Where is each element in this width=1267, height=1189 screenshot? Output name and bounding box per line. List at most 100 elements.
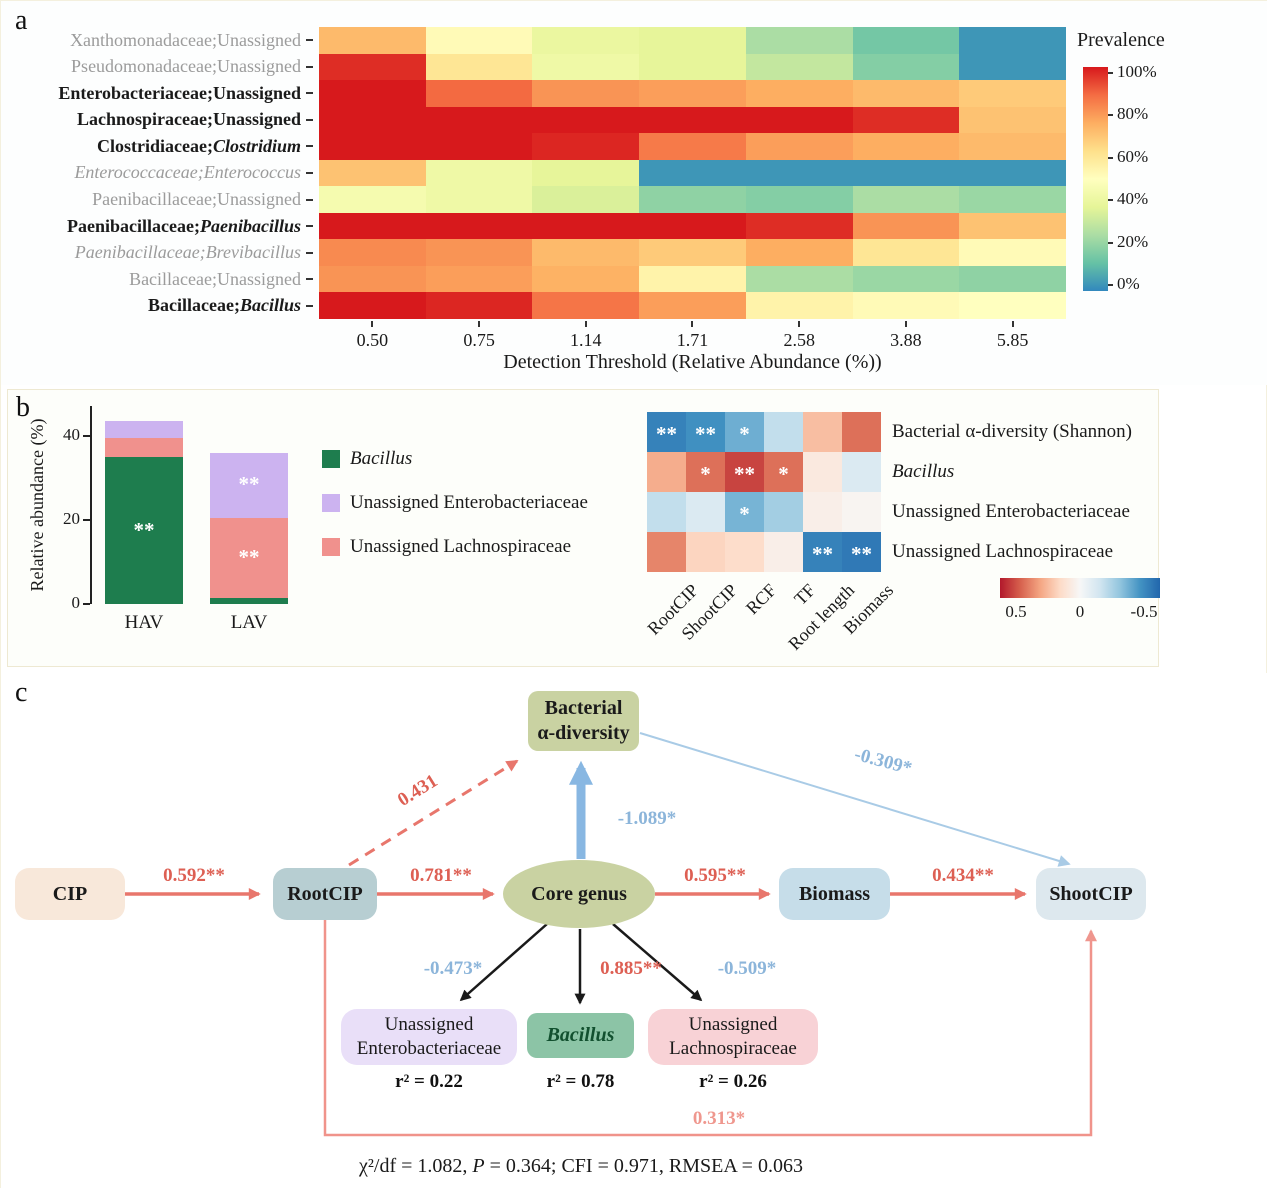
- fit-pre: χ²/df = 1.082,: [359, 1155, 473, 1177]
- taxon-genus: Unassigned: [217, 29, 301, 50]
- prevalence-colorbar: [1083, 67, 1108, 291]
- axis-tick: [306, 92, 313, 95]
- prevalence-cell: [852, 27, 960, 54]
- taxon-label: Clostridiaceae;Clostridium: [1, 133, 313, 160]
- correlation-cell: [725, 532, 764, 572]
- prevalence-cell: [639, 27, 746, 54]
- colorbar-tick-label: 100%: [1117, 62, 1157, 81]
- x-tick-label: 1.71: [639, 321, 746, 351]
- taxon-genus: Clostridium: [212, 135, 301, 156]
- colorbar-tick-label: 20%: [1117, 231, 1149, 251]
- correlation-cell: [647, 532, 686, 572]
- prevalence-cell: [745, 265, 853, 293]
- taxon-family: Paenibacillaceae;: [67, 215, 200, 236]
- colorbar-title: Prevalence: [1077, 29, 1165, 51]
- arrow-rootcip-shootcip: [323, 920, 1097, 1137]
- taxon-label: Bacillaceae;Unassigned: [1, 266, 313, 293]
- node-alpha-diversity-line2: α-diversity: [537, 722, 630, 744]
- taxon-label: Bacillaceae;Bacillus: [1, 292, 313, 319]
- correlation-cell: [842, 492, 881, 532]
- correlation-cell: [842, 452, 881, 492]
- taxon-genus: Unassigned: [217, 268, 301, 289]
- correlation-cell: **: [647, 412, 686, 452]
- prevalence-cell: [745, 53, 853, 81]
- coefficient-coregenus-entero: -0.473*: [423, 958, 483, 979]
- prevalence-cell: [639, 212, 746, 240]
- taxon-family: Xanthomonadaceae;: [70, 29, 217, 50]
- prevalence-cell: [319, 27, 426, 54]
- bar-segment: [105, 421, 183, 439]
- prevalence-cell: [852, 212, 960, 240]
- prevalence-cell: [852, 80, 960, 107]
- prevalence-cell: [852, 265, 960, 293]
- prevalence-cell: [959, 53, 1066, 81]
- legend-label: Unassigned Lachnospiraceae: [350, 536, 572, 557]
- y-tick: [83, 435, 90, 437]
- taxon-label: Paenibacillaceae;Unassigned: [1, 186, 313, 213]
- prevalence-cell: [959, 27, 1066, 54]
- correlation-cell: [686, 532, 725, 572]
- legend-label: Bacillus: [350, 448, 413, 469]
- prevalence-cell: [745, 133, 853, 160]
- prevalence-cell: [639, 106, 746, 134]
- prevalence-cell: [959, 186, 1066, 213]
- arrow-coregenus-lachnospiraceae: [612, 923, 703, 1002]
- colorbar-tick-label: 60%: [1117, 146, 1149, 166]
- prevalence-cell: [639, 292, 746, 319]
- taxon-family: Enterobacteriaceae;: [58, 82, 213, 103]
- prevalence-cell: [639, 186, 746, 213]
- category-label: HAV: [124, 612, 164, 633]
- correlation-cell: *: [725, 492, 764, 532]
- taxon-family: Paenibacillaceae;: [92, 189, 217, 210]
- prevalence-cell: [639, 133, 746, 160]
- x-tick-label: 5.85: [959, 321, 1066, 351]
- correlation-cell: [764, 532, 803, 572]
- prevalence-cell: [852, 159, 960, 187]
- y-tick-label: 40: [63, 425, 80, 444]
- prevalence-cell: [319, 159, 426, 187]
- taxon-genus: Unassigned: [212, 109, 301, 130]
- prevalence-cell: [745, 159, 853, 187]
- r-squared-bacillus: r² = 0.78: [546, 1071, 615, 1092]
- prevalence-cell: [532, 27, 640, 54]
- node-core-genus-label: Core genus: [531, 882, 627, 905]
- prevalence-cell: [425, 239, 533, 266]
- node-shootcip: ShootCIP: [1036, 868, 1146, 920]
- prevalence-cell: [745, 106, 853, 134]
- prevalence-cell: [319, 186, 426, 213]
- legend-swatch: [322, 450, 340, 468]
- axis-tick: [306, 65, 313, 68]
- prevalence-cell: [959, 239, 1066, 266]
- significance-label: **: [238, 544, 260, 569]
- taxon-family: Clostridiaceae;: [97, 135, 213, 156]
- prevalence-cell: [532, 133, 640, 160]
- model-fit-statistics: χ²/df = 1.082, P = 0.364; CFI = 0.971, R…: [221, 1155, 941, 1178]
- correlation-cell: *: [686, 452, 725, 492]
- prevalence-cell: [425, 212, 533, 240]
- prevalence-cell: [959, 133, 1066, 160]
- prevalence-cell: [319, 212, 426, 240]
- prevalence-cell: [532, 186, 640, 213]
- prevalence-cell: [425, 27, 533, 54]
- taxon-genus: Bacillus: [239, 295, 301, 316]
- legend-swatch: [322, 538, 340, 556]
- x-tick-label: 1.14: [532, 321, 639, 351]
- legend-swatch: [322, 494, 340, 512]
- taxon-family: Enterococcaceae;: [74, 162, 204, 183]
- axis-tick: [306, 171, 313, 174]
- taxon-genus: Unassigned: [212, 82, 301, 103]
- prevalence-cell: [532, 265, 640, 293]
- taxon-genus: Paenibacillus: [199, 215, 301, 236]
- taxon-family: Paenibacillaceae;: [74, 242, 206, 263]
- correlation-cell: **: [803, 532, 842, 572]
- fit-p: P: [472, 1155, 485, 1177]
- r-squared-lachno: r² = 0.26: [699, 1071, 767, 1092]
- arrow-coregenus-enterobacteriaceae: [459, 923, 548, 1002]
- colorbar-tick: [1108, 241, 1113, 244]
- y-tick: [83, 603, 90, 605]
- correlation-row-label: Bacterial α-diversity (Shannon): [892, 421, 1132, 442]
- panel-b-label: b: [16, 392, 30, 423]
